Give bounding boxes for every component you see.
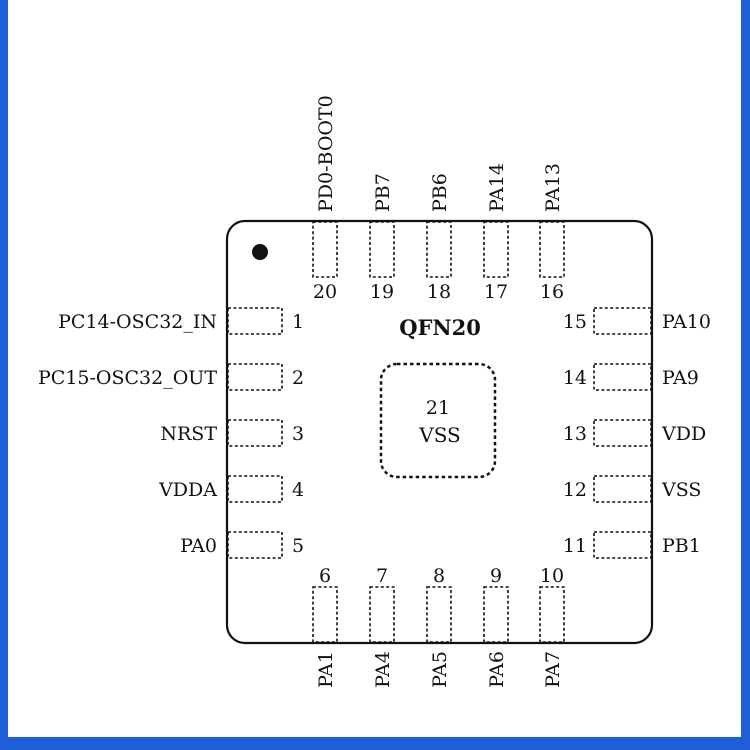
pin-label-11: PB1 <box>662 535 701 557</box>
pin-pad-14 <box>593 363 652 391</box>
pin-label-1: PC14-OSC32_IN <box>58 311 217 333</box>
pin-number-7: 7 <box>376 565 388 587</box>
pin-number-10: 10 <box>540 565 564 587</box>
pin-label-8: PA5 <box>429 651 451 688</box>
pin-label-10: PA7 <box>542 651 564 688</box>
pin-label-9: PA6 <box>486 651 508 688</box>
pin-number-16: 16 <box>540 281 564 303</box>
pin-label-6: PA1 <box>315 651 337 688</box>
frame-bottom-bar <box>0 737 750 750</box>
pin-label-4: VDDA <box>158 479 217 501</box>
pin-number-19: 19 <box>370 281 394 303</box>
pin-pad-16 <box>539 221 565 278</box>
pin-pad-3 <box>227 419 283 447</box>
pin-number-11: 11 <box>563 535 587 557</box>
pin-number-20: 20 <box>313 281 337 303</box>
pin-label-12: VSS <box>661 479 701 501</box>
pin-pad-7 <box>369 586 395 643</box>
pin-label-13: VDD <box>661 423 706 445</box>
pin-number-14: 14 <box>563 367 587 389</box>
pin-number-9: 9 <box>490 565 502 587</box>
pin-number-18: 18 <box>427 281 451 303</box>
pin-pad-5 <box>227 531 283 559</box>
pin-number-13: 13 <box>563 423 587 445</box>
package-body <box>225 219 654 645</box>
pin-label-16: PA13 <box>542 163 564 212</box>
pin-label-20: PD0-BOOT0 <box>315 95 337 212</box>
pin-number-3: 3 <box>292 423 304 445</box>
pin-pad-1 <box>227 307 283 335</box>
pin-pad-20 <box>312 221 338 278</box>
pin-pad-6 <box>312 586 338 643</box>
pin-label-18: PB6 <box>429 173 451 212</box>
pin-pad-11 <box>593 531 652 559</box>
pin-pad-15 <box>593 307 652 335</box>
pin-number-4: 4 <box>292 479 304 501</box>
pin-pad-8 <box>426 586 452 643</box>
pin-pad-4 <box>227 475 283 503</box>
pin-number-1: 1 <box>292 311 304 333</box>
exposed-pad <box>379 362 497 479</box>
frame-left-bar <box>0 0 8 750</box>
pin-label-17: PA14 <box>486 163 508 212</box>
pin-label-7: PA4 <box>372 651 394 688</box>
package-name: QFN20 <box>399 315 481 340</box>
pin-number-5: 5 <box>292 535 304 557</box>
pin-number-8: 8 <box>433 565 445 587</box>
pin-pad-19 <box>369 221 395 278</box>
pin-number-2: 2 <box>292 367 304 389</box>
pin-label-2: PC15-OSC32_OUT <box>38 367 217 389</box>
pin-number-17: 17 <box>484 281 508 303</box>
pin-label-14: PA9 <box>662 367 699 389</box>
pin-label-5: PA0 <box>180 535 217 557</box>
pin-pad-9 <box>483 586 509 643</box>
pin-number-6: 6 <box>319 565 331 587</box>
pin-label-19: PB7 <box>372 173 394 212</box>
pin-pad-2 <box>227 363 283 391</box>
pin-number-15: 15 <box>563 311 587 333</box>
pins-layer: 1 PC14-OSC32_IN 2 PC15-OSC32_OUT 3 NRST 4 VDDA 5… <box>38 95 711 688</box>
pin-pad-17 <box>483 221 509 278</box>
frame-right-bar <box>741 0 750 750</box>
pin1-marker-dot <box>252 244 268 260</box>
exposed-pad-label: VSS <box>418 423 461 447</box>
pin-label-15: PA10 <box>662 311 711 333</box>
pin-pad-18 <box>426 221 452 278</box>
pin-pad-10 <box>539 586 565 643</box>
pin-pad-13 <box>593 419 652 447</box>
exposed-pad-number: 21 <box>426 397 450 419</box>
pin-number-12: 12 <box>563 479 587 501</box>
pin-pad-12 <box>593 475 652 503</box>
pin-label-3: NRST <box>160 423 217 445</box>
